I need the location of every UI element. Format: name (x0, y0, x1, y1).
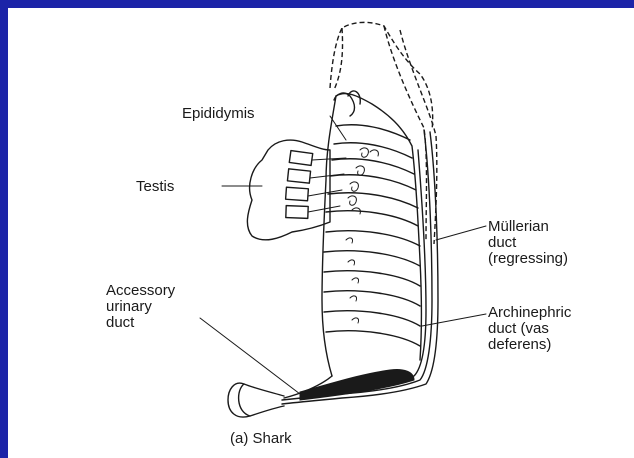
label-accessory-line3: duct (106, 314, 134, 331)
urinary-papilla (228, 383, 284, 417)
kidney-anterior-lobe (334, 91, 360, 116)
posterior-duct-dark (300, 369, 414, 400)
testis-lobules (286, 151, 346, 219)
label-accessory-line2: urinary (106, 298, 152, 315)
anterior-dashed-outline (330, 22, 433, 130)
label-archinephric-line3: deferens) (488, 336, 551, 353)
label-mullerian-line1: Müllerian (488, 218, 549, 235)
testis (247, 140, 330, 240)
urinary-papilla-ring (239, 384, 250, 416)
label-mullerian-line3: (regressing) (488, 250, 568, 267)
label-testis: Testis (136, 178, 174, 195)
label-mullerian-line2: duct (488, 234, 516, 251)
leader-accessory (200, 318, 300, 394)
label-archinephric-line1: Archinephric (488, 304, 571, 321)
leader-mullerian (436, 226, 486, 240)
label-accessory-line1: Accessory (106, 282, 175, 299)
label-archinephric-line2: duct (vas (488, 320, 549, 337)
kidney-outline-left (322, 96, 336, 376)
leader-epididymis (330, 116, 346, 140)
label-epididymis: Epididymis (182, 105, 255, 122)
mullerian-duct-dashed-left (384, 26, 427, 240)
figure-caption: (a) Shark (230, 430, 292, 447)
diagram-panel: Epididymis Testis Müllerian duct (regres… (8, 8, 634, 458)
